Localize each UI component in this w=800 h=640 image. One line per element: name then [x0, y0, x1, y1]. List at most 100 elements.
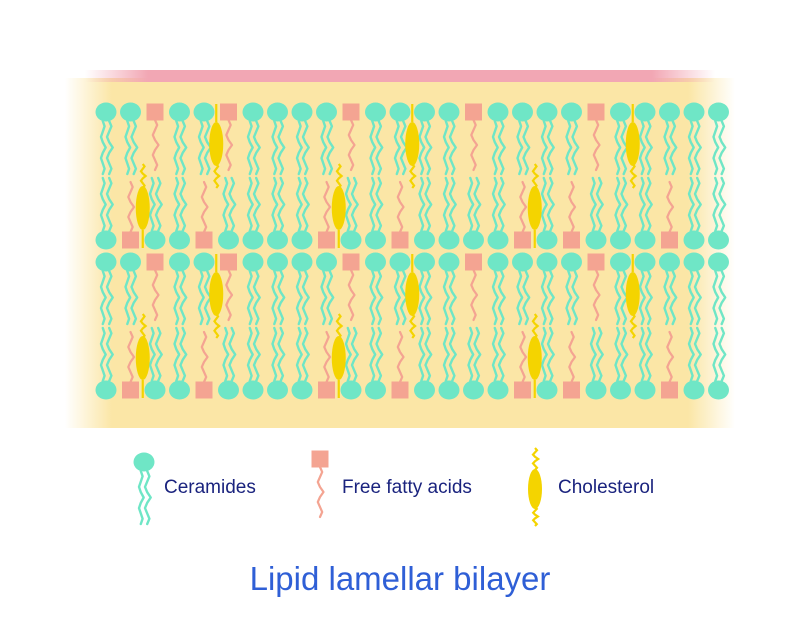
ceramide-tail [369, 119, 377, 176]
fatty-acid-molecule [195, 180, 213, 249]
ceramide-molecule [414, 252, 435, 326]
ceramide-head [683, 102, 705, 122]
fatty-acid-molecule [391, 180, 409, 249]
ceramide-head [340, 380, 362, 400]
ceramide-molecule [659, 102, 680, 176]
ceramide-tail [418, 176, 426, 233]
ceramide-tail [252, 269, 261, 326]
ceramide-tail [418, 269, 426, 326]
ceramide-molecule [487, 102, 509, 176]
ceramide-head [634, 252, 656, 272]
cholesterol-body [331, 186, 346, 230]
fatty-acid-tail [316, 465, 325, 519]
cholesterol-molecule [405, 104, 420, 189]
ceramide-tail [154, 326, 163, 383]
ceramide-head [291, 380, 313, 400]
ceramide-molecule [708, 326, 729, 400]
ceramide-tail [638, 326, 646, 383]
cholesterol-tail [139, 313, 148, 339]
ceramide-tail [522, 119, 531, 176]
fatty-acid-head [465, 103, 482, 121]
cholesterol-tail [531, 163, 540, 189]
ceramide-molecule [291, 176, 313, 250]
ceramide-tail [277, 119, 286, 176]
ceramide-tail [424, 119, 433, 176]
fatty-acid-head [391, 231, 409, 249]
fatty-acid-tail [396, 330, 405, 384]
ceramide-tail [350, 326, 359, 383]
ceramide-head [659, 102, 680, 122]
ceramide-head [438, 102, 460, 122]
ceramide-head [463, 380, 484, 400]
ceramide-molecule [512, 102, 533, 176]
ceramide-molecule [438, 176, 460, 250]
ceramide-head [536, 252, 558, 272]
ceramide-tail [228, 326, 237, 383]
ceramide-tail [497, 176, 506, 233]
ceramide-head [487, 102, 509, 122]
cholesterol-icon [528, 447, 542, 527]
ceramide-tail [644, 119, 653, 176]
ceramide-tail [497, 269, 506, 326]
fatty-acid-tail [200, 180, 209, 234]
ceramide-tail [99, 119, 107, 176]
ceramide-molecule [610, 176, 631, 250]
ceramide-molecule [120, 102, 141, 176]
ceramide-tail [375, 176, 384, 233]
ceramide-head [144, 230, 166, 250]
ceramide-head [242, 252, 264, 272]
ceramide-molecule [169, 326, 190, 400]
ceramide-head [218, 380, 239, 400]
ceramide-tail [295, 119, 303, 176]
ceramide-tail [130, 119, 139, 176]
ceramide-tail [393, 119, 401, 176]
fatty-acid-molecule [563, 180, 580, 249]
cholesterol-body [405, 122, 420, 166]
ceramide-tail [614, 269, 622, 326]
ceramide-molecule [438, 326, 460, 400]
ceramide-tail [344, 176, 352, 233]
fatty-acid-tail [151, 118, 160, 172]
cholesterol-body [625, 272, 640, 316]
ceramide-head [169, 230, 190, 250]
fatty-acid-tail [470, 118, 479, 172]
ceramide-tail [246, 119, 254, 176]
ceramide-molecule [512, 252, 533, 326]
fatty-acid-tail [323, 330, 332, 384]
ceramide-head [291, 230, 313, 250]
cholesterol-molecule [135, 163, 150, 248]
cholesterol-body [527, 336, 542, 380]
ceramide-tail [693, 119, 702, 176]
ceramide-molecule [316, 252, 337, 326]
fatty-acid-tail [127, 180, 136, 234]
ceramide-head [438, 230, 460, 250]
fatty-acid-tail [225, 268, 234, 322]
top-edge-band [85, 70, 715, 82]
fatty-acid-tail [568, 330, 577, 384]
ceramide-molecule [316, 102, 337, 176]
ceramide-tail [197, 119, 205, 176]
fatty-acid-tail [519, 330, 528, 384]
ceramide-tail [687, 176, 695, 233]
ceramide-tail [105, 326, 114, 383]
ceramide-tail [712, 119, 720, 176]
ceramide-molecule [536, 176, 558, 250]
ceramide-tail [516, 269, 524, 326]
ceramide-tail [669, 269, 678, 326]
ceramide-tail [712, 176, 720, 233]
fatty-acid-tail [396, 180, 405, 234]
ceramide-head [291, 252, 313, 272]
ceramide-tail [424, 176, 433, 233]
ceramide-tail [442, 176, 450, 233]
ceramide-tail [301, 326, 310, 383]
ceramide-tail [687, 119, 695, 176]
ceramide-head [95, 230, 117, 250]
ceramide-molecule [438, 102, 460, 176]
fatty-acid-head [342, 253, 360, 271]
ceramide-head [316, 102, 337, 122]
ceramide-head [242, 230, 264, 250]
fatty-acid-head [465, 253, 482, 271]
ceramide-tail [277, 326, 286, 383]
cholesterol-body [209, 272, 224, 316]
